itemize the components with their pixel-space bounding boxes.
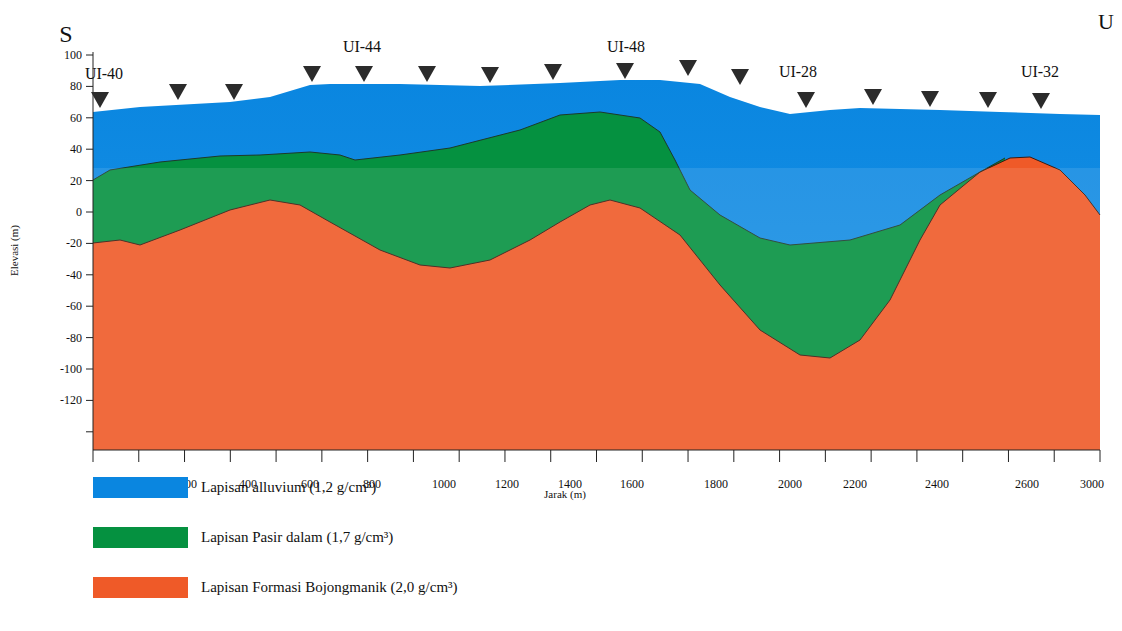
tick-mark — [1054, 450, 1055, 462]
tick-mark — [916, 450, 917, 462]
station-marker — [225, 84, 243, 100]
tick-mark — [86, 431, 93, 432]
tick-label: 0 — [76, 206, 82, 218]
tick-label: 100 — [64, 49, 82, 61]
tick-mark — [642, 450, 643, 462]
tick-mark — [550, 450, 551, 462]
tick-label: 2600 — [1015, 478, 1039, 490]
well-label: UI-32 — [1021, 64, 1059, 80]
station-markers — [91, 60, 1050, 109]
station-marker — [616, 63, 634, 79]
station-marker — [679, 60, 697, 76]
tick-mark — [504, 450, 505, 462]
tick-label: 40 — [70, 143, 82, 155]
tick-label: 2200 — [843, 478, 867, 490]
station-marker — [355, 66, 373, 82]
tick-mark — [596, 450, 597, 462]
tick-label: -20 — [66, 237, 82, 249]
y-ticks — [86, 55, 93, 432]
legend-text: Lapisan alluvium (1,2 g/cm³) — [201, 480, 376, 495]
tick-label: -60 — [66, 300, 82, 312]
station-marker — [979, 92, 997, 108]
tick-label: 1200 — [495, 478, 519, 490]
tick-label: 1600 — [620, 478, 644, 490]
tick-label: 1800 — [704, 478, 728, 490]
tick-mark — [688, 450, 689, 462]
tick-label: 60 — [70, 112, 82, 124]
well-label: UI-40 — [85, 66, 123, 82]
station-marker — [731, 69, 749, 85]
tick-mark — [86, 55, 93, 56]
tick-mark — [962, 450, 963, 462]
tick-mark — [779, 450, 780, 462]
station-marker — [544, 64, 562, 80]
tick-label: 1000 — [432, 478, 456, 490]
bojongmanik-layer — [93, 157, 1100, 450]
tick-label: -120 — [60, 394, 82, 406]
legend-swatch — [93, 577, 188, 598]
tick-mark — [367, 450, 368, 462]
section-end: S — [59, 22, 72, 46]
tick-label: 20 — [70, 175, 82, 187]
tick-mark — [413, 450, 414, 462]
tick-mark — [1008, 450, 1009, 462]
tick-mark — [86, 243, 93, 244]
tick-mark — [86, 306, 93, 307]
tick-mark — [86, 212, 93, 213]
tick-mark — [86, 274, 93, 275]
tick-label: 3000 — [1080, 478, 1104, 490]
tick-mark — [230, 450, 231, 462]
tick-mark — [871, 450, 872, 462]
station-marker — [418, 66, 436, 82]
tick-mark — [184, 450, 185, 462]
tick-mark — [321, 450, 322, 462]
tick-mark — [86, 337, 93, 338]
legend-swatch — [93, 527, 188, 548]
well-label: UI-28 — [779, 64, 817, 80]
well-label: UI-48 — [607, 39, 645, 55]
well-label: UI-44 — [343, 39, 381, 55]
alluvium-layer — [93, 80, 1100, 450]
legend-swatch — [93, 477, 188, 498]
legend-text: Lapisan Formasi Bojongmanik (2,0 g/cm³) — [201, 580, 458, 595]
tick-mark — [1100, 450, 1101, 462]
tick-mark — [733, 450, 734, 462]
station-marker — [303, 66, 321, 82]
tick-label: 2400 — [925, 478, 949, 490]
tick-mark — [86, 180, 93, 181]
tick-mark — [138, 450, 139, 462]
x-ticks — [93, 450, 1100, 462]
tick-label: -40 — [66, 269, 82, 281]
station-marker — [921, 91, 939, 107]
tick-mark — [86, 400, 93, 401]
tick-mark — [825, 450, 826, 462]
station-marker — [1032, 93, 1050, 109]
station-marker — [864, 89, 882, 105]
tick-mark — [86, 86, 93, 87]
tick-mark — [86, 117, 93, 118]
station-marker — [169, 84, 187, 100]
legend-text: Lapisan Pasir dalam (1,7 g/cm³) — [201, 530, 393, 545]
axis-title: Elevasi (m) — [9, 224, 20, 275]
station-marker — [91, 92, 109, 108]
section-end: U — [1098, 11, 1114, 33]
tick-mark — [86, 369, 93, 370]
fade-band — [93, 168, 1100, 450]
tick-mark — [86, 149, 93, 150]
tick-mark — [459, 450, 460, 462]
tick-label: 2000 — [778, 478, 802, 490]
axis-title: Jarak (m) — [544, 489, 586, 500]
station-marker — [481, 67, 499, 83]
y-axis — [93, 52, 94, 450]
tick-label: -80 — [66, 332, 82, 344]
tick-mark — [93, 450, 94, 462]
tick-label: -100 — [60, 363, 82, 375]
tick-label: 80 — [70, 80, 82, 92]
station-marker — [797, 92, 815, 108]
tick-mark — [276, 450, 277, 462]
